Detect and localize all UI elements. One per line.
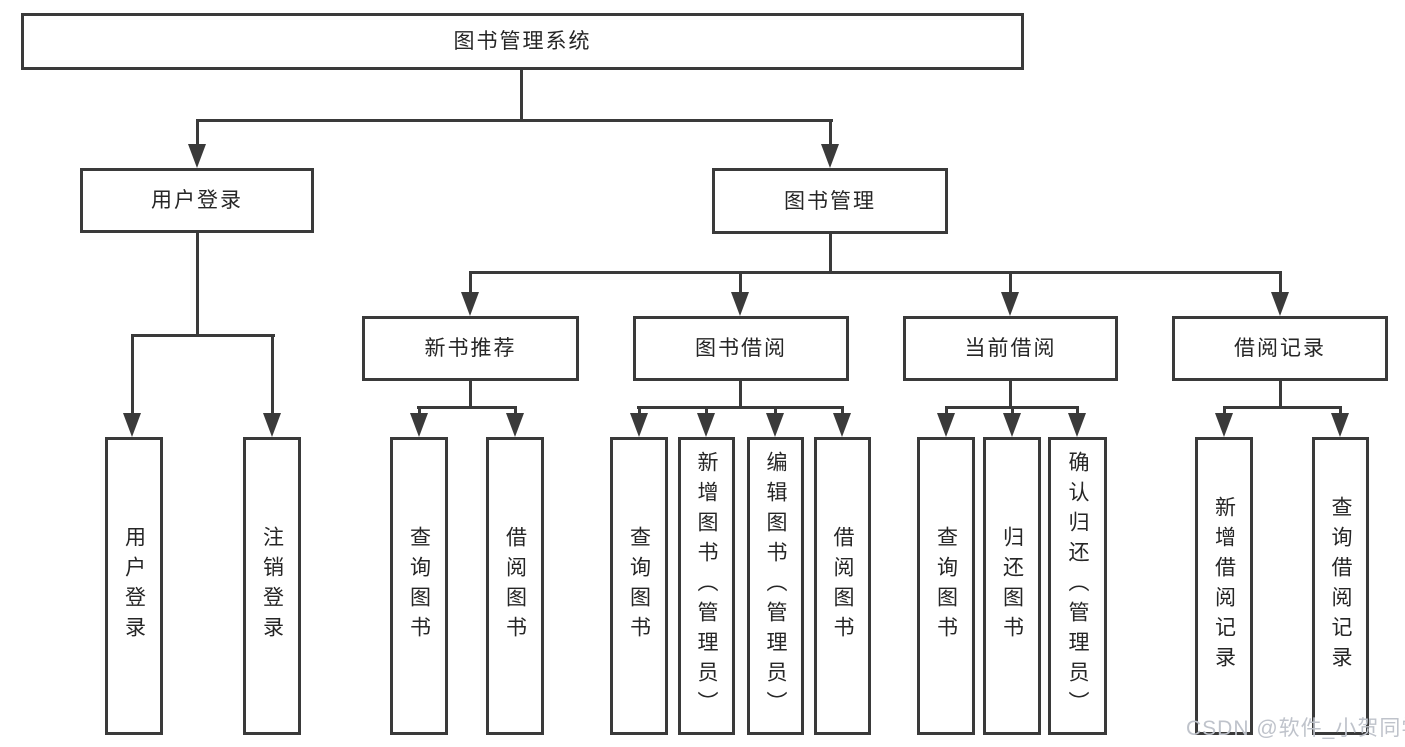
conn-drop <box>638 406 641 419</box>
conn-drop <box>774 406 777 419</box>
leaf-add-borrow-record: 新增借阅记录 <box>1195 437 1253 735</box>
node-book-borrowing: 图书借阅 <box>633 316 849 381</box>
arrowhead-leaf-login <box>123 413 141 437</box>
arrowhead-leaf <box>833 413 851 437</box>
conn-new-book-rail <box>417 406 517 409</box>
arrowhead-current-borrow <box>1001 292 1019 316</box>
arrowhead-book-borrow <box>731 292 749 316</box>
arrowhead-user-login <box>188 144 206 168</box>
node-user-login: 用户登录 <box>80 168 314 233</box>
conn-drop <box>841 406 844 419</box>
leaf-query-books-current: 查询图书 <box>917 437 975 735</box>
leaf-edit-book-admin: 编辑图书（管理员） <box>747 437 804 735</box>
conn-book-borrow-stem <box>739 381 742 409</box>
conn-level2-rail <box>196 119 833 122</box>
arrowhead-leaf <box>1331 413 1349 437</box>
leaf-query-books-recommend: 查询图书 <box>390 437 448 735</box>
conn-user-login-rail <box>131 334 275 337</box>
arrowhead-leaf <box>766 413 784 437</box>
conn-drop <box>945 406 948 419</box>
leaf-query-borrow-record: 查询借阅记录 <box>1312 437 1369 735</box>
conn-current-borrow-drop <box>1009 271 1012 296</box>
conn-drop <box>418 406 421 419</box>
arrowhead-leaf <box>506 413 524 437</box>
arrowhead-leaf <box>1003 413 1021 437</box>
conn-drop <box>1011 406 1014 419</box>
conn-level3-rail <box>469 271 1282 274</box>
arrowhead-book-mgmt <box>821 144 839 168</box>
node-book-management: 图书管理 <box>712 168 948 234</box>
conn-book-borrow-rail <box>637 406 844 409</box>
csdn-watermark: CSDN @软件_小贺同学 <box>1186 717 1405 740</box>
conn-new-book-stem <box>469 381 472 409</box>
conn-drop <box>705 406 708 419</box>
node-library-system: 图书管理系统 <box>21 13 1024 70</box>
conn-user-login-drop <box>196 119 199 150</box>
arrowhead-leaf <box>410 413 428 437</box>
leaf-user-login: 用户登录 <box>105 437 163 735</box>
arrowhead-borrow-records <box>1271 292 1289 316</box>
conn-book-mgmt-drop <box>829 119 832 150</box>
conn-user-login-stem <box>196 233 199 336</box>
conn-drop <box>1339 406 1342 419</box>
conn-leaf-login-drop <box>131 334 134 415</box>
node-borrowing-records: 借阅记录 <box>1172 316 1388 381</box>
conn-new-book-drop <box>469 271 472 296</box>
arrowhead-leaf <box>1215 413 1233 437</box>
leaf-borrow-books-recommend: 借阅图书 <box>486 437 544 735</box>
conn-drop <box>1076 406 1079 419</box>
arrowhead-leaf <box>630 413 648 437</box>
conn-borrow-records-stem <box>1279 381 1282 409</box>
leaf-confirm-return-admin: 确认归还（管理员） <box>1048 437 1107 735</box>
conn-book-mgmt-stem <box>829 234 832 274</box>
arrowhead-leaf <box>697 413 715 437</box>
leaf-return-book: 归还图书 <box>983 437 1041 735</box>
conn-drop <box>1223 406 1226 419</box>
conn-current-borrow-stem <box>1009 381 1012 409</box>
leaf-logout: 注销登录 <box>243 437 301 735</box>
node-new-book-recommend: 新书推荐 <box>362 316 579 381</box>
leaf-add-book-admin: 新增图书（管理员） <box>678 437 735 735</box>
arrowhead-leaf <box>1068 413 1086 437</box>
node-current-borrowing: 当前借阅 <box>903 316 1118 381</box>
conn-borrow-records-rail <box>1223 406 1342 409</box>
arrowhead-leaf-logout <box>263 413 281 437</box>
leaf-borrow-books-borrowing: 借阅图书 <box>814 437 871 735</box>
conn-leaf-logout-drop <box>271 334 274 415</box>
conn-root-stem <box>520 69 523 121</box>
conn-borrow-records-drop <box>1279 271 1282 296</box>
arrowhead-leaf <box>937 413 955 437</box>
arrowhead-new-book <box>461 292 479 316</box>
conn-book-borrow-drop <box>739 271 742 296</box>
conn-drop <box>514 406 517 419</box>
leaf-query-books-borrowing: 查询图书 <box>610 437 668 735</box>
